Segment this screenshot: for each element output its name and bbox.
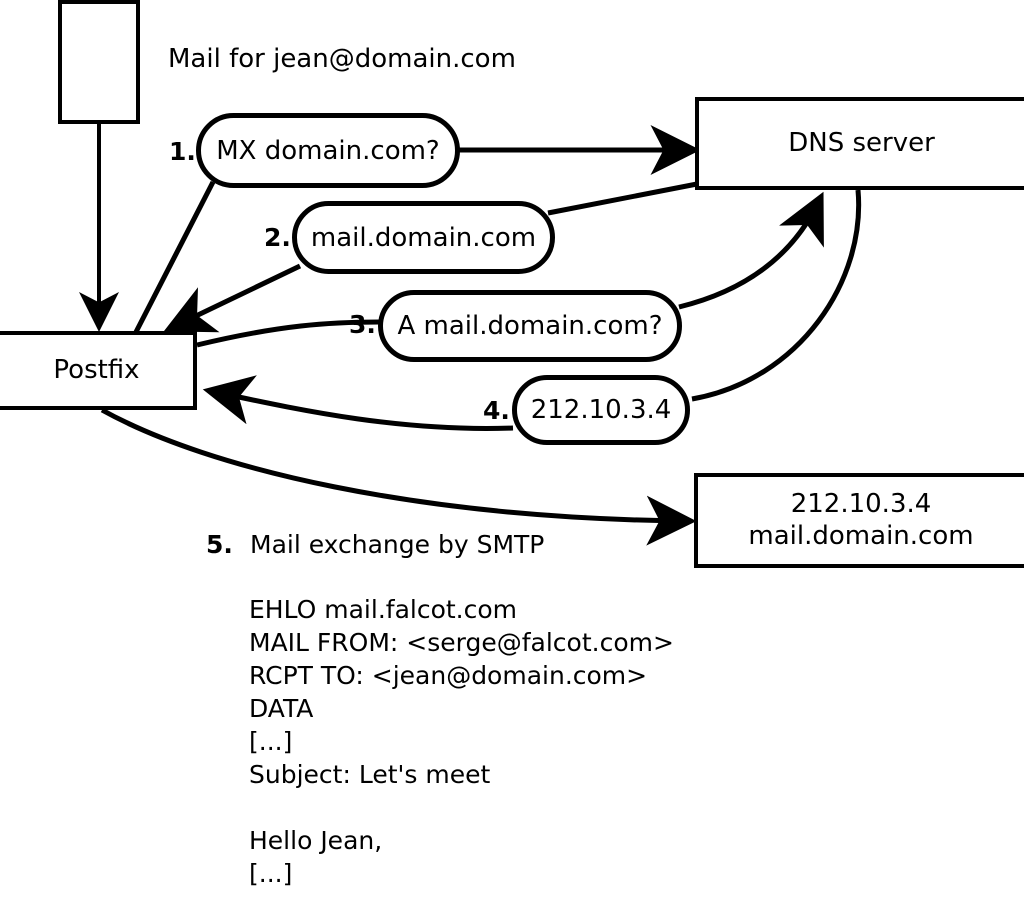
line-postfix-to-step3	[196, 319, 381, 348]
smtp-line: Hello Jean,	[249, 826, 383, 855]
step-4-label: 212.10.3.4	[530, 395, 672, 425]
line-dns-to-step2	[547, 181, 698, 216]
line-postfix-to-step1	[133, 180, 216, 334]
postfix-label: Postfix	[53, 354, 140, 385]
destination-hostname: mail.domain.com	[748, 520, 974, 551]
smtp-line: DATA	[249, 694, 314, 723]
step-3-bubble: A mail.domain.com?	[378, 290, 682, 362]
smtp-line: Subject: Let's meet	[249, 760, 491, 789]
step-4-bubble: 212.10.3.4	[512, 375, 690, 445]
step-5-label: Mail exchange by SMTP	[250, 530, 545, 559]
sender-box	[58, 0, 140, 124]
destination-ip: 212.10.3.4	[790, 488, 932, 519]
step-3-label: A mail.domain.com?	[397, 311, 663, 341]
step-1-bubble: MX domain.com?	[196, 113, 460, 188]
line-dns-to-step4	[691, 189, 862, 402]
destination-box: 212.10.3.4 mail.domain.com	[694, 473, 1024, 568]
arrow-step4-to-postfix	[202, 375, 514, 431]
arrow-step2-to-postfix	[163, 263, 302, 333]
mail-for-note: Mail for jean@domain.com	[168, 44, 516, 74]
dns-server-label: DNS server	[788, 127, 935, 158]
smtp-line: [...]	[249, 727, 293, 756]
arrow-step3-to-dns	[678, 191, 824, 310]
step-1-label: MX domain.com?	[216, 135, 440, 166]
smtp-line: EHLO mail.falcot.com	[249, 595, 518, 624]
smtp-transcript: EHLO mail.falcot.com MAIL FROM: <serge@f…	[249, 593, 674, 919]
step-4-number: 4.	[483, 396, 510, 425]
step-5-number: 5.	[206, 530, 233, 559]
step-2-label: mail.domain.com	[310, 222, 537, 253]
smtp-line: MAIL FROM: <serge@falcot.com>	[249, 628, 674, 657]
dns-server-box: DNS server	[695, 97, 1024, 190]
step-3-number: 3.	[349, 310, 376, 339]
step-2-bubble: mail.domain.com	[292, 201, 555, 274]
step-2-number: 2.	[264, 223, 291, 252]
smtp-line-blank	[249, 890, 674, 919]
step-1-number: 1.	[169, 137, 196, 166]
smtp-line: RCPT TO: <jean@domain.com>	[249, 661, 648, 690]
smtp-line: [...]	[249, 859, 293, 888]
postfix-box: Postfix	[0, 331, 197, 410]
arrow-postfix-to-destination	[100, 407, 697, 546]
smtp-line-blank	[249, 791, 674, 824]
